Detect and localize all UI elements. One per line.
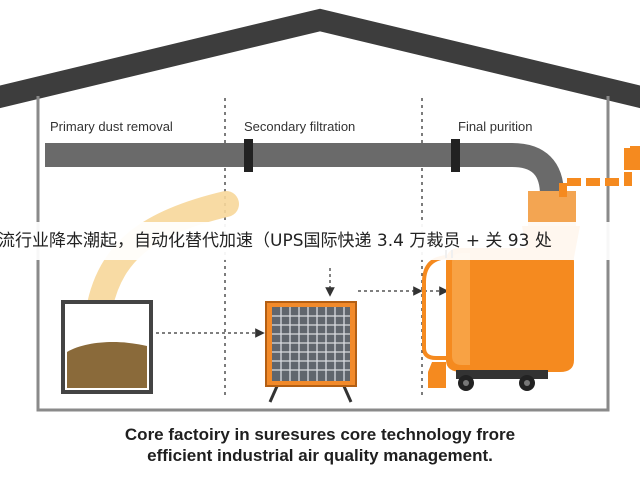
exhaust-outlet xyxy=(624,148,640,170)
dust-hopper xyxy=(61,300,153,394)
duct-flange xyxy=(244,139,253,172)
caption-line-1: Core factoiry in suresures core technolo… xyxy=(124,425,516,444)
stage-label-primary: Primary dust removal xyxy=(50,119,173,134)
diagram-caption: Core factoiry in suresures core technolo… xyxy=(0,424,640,466)
main-air-duct xyxy=(45,143,564,205)
final-purifier xyxy=(422,191,580,391)
stage-label-secondary: Secondary filtration xyxy=(244,119,356,134)
duct-flange xyxy=(451,139,460,172)
news-ticker: 流行业降本潮起，自动化替代加速（UPS国际快递 3.4 万裁员 + 关 93 处 xyxy=(0,222,640,260)
caption-line-2: efficient industrial air quality managem… xyxy=(147,446,493,465)
stage-label-final: Final purition xyxy=(458,119,533,134)
news-ticker-text: 流行业降本潮起，自动化替代加速（UPS国际快递 3.4 万裁员 + 关 93 处 xyxy=(0,231,552,251)
filter-unit xyxy=(265,301,357,403)
factory-roof xyxy=(0,8,640,109)
